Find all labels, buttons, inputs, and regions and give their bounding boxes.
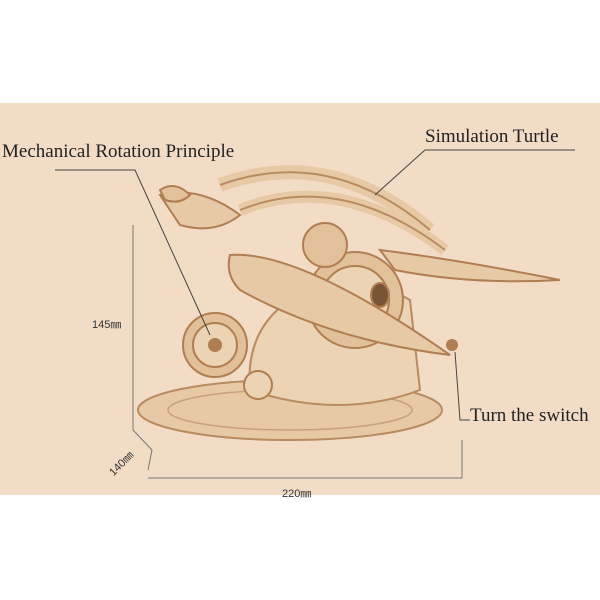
dimension-lines xyxy=(132,225,463,479)
mechanical-leader xyxy=(55,169,211,336)
turtle-shell xyxy=(217,165,449,255)
mechanical-callout: Mechanical Rotation Principle xyxy=(2,141,235,162)
turtle-head xyxy=(158,185,192,203)
switch-knob xyxy=(243,370,273,400)
turtle-callout: Simulation Turtle xyxy=(425,126,559,147)
width-label: 220㎜ xyxy=(282,488,312,500)
depth-dimension-line xyxy=(132,429,153,451)
leader-lines xyxy=(55,149,575,421)
depth-extension-line xyxy=(147,449,153,471)
turtle-leader xyxy=(374,149,575,196)
top-gear xyxy=(302,222,348,268)
left-gear xyxy=(182,312,248,378)
switch-callout: Turn the switch xyxy=(470,405,589,426)
switch-pin xyxy=(446,339,458,351)
height-label: 145㎜ xyxy=(92,319,122,331)
switch-leader xyxy=(454,351,470,421)
